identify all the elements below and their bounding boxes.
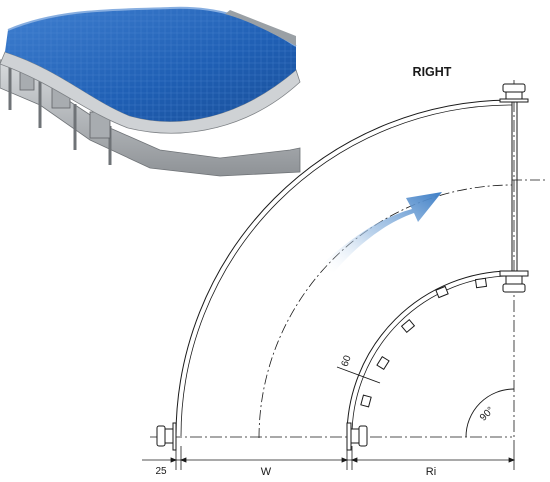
angle-arc (465, 388, 515, 438)
inner-belt-edge (346, 270, 513, 437)
bottom-dimensions (142, 440, 516, 470)
conveyor-photo (0, 0, 301, 177)
direction-arrow (318, 192, 442, 272)
angle-label: 90° (478, 405, 496, 423)
pitch-label: 60 (340, 354, 354, 369)
inner-radius-label: Ri (426, 466, 436, 478)
outer-frame-edge (180, 104, 513, 437)
pitch-dimension (336, 366, 381, 384)
drawing-title: RIGHT (413, 65, 452, 79)
shaft-ends (156, 83, 529, 451)
inner-guide-blocks (360, 277, 488, 408)
width-label: W (261, 466, 272, 478)
edge-offset-label: 25 (155, 466, 167, 477)
outer-belt-edge (175, 99, 513, 437)
